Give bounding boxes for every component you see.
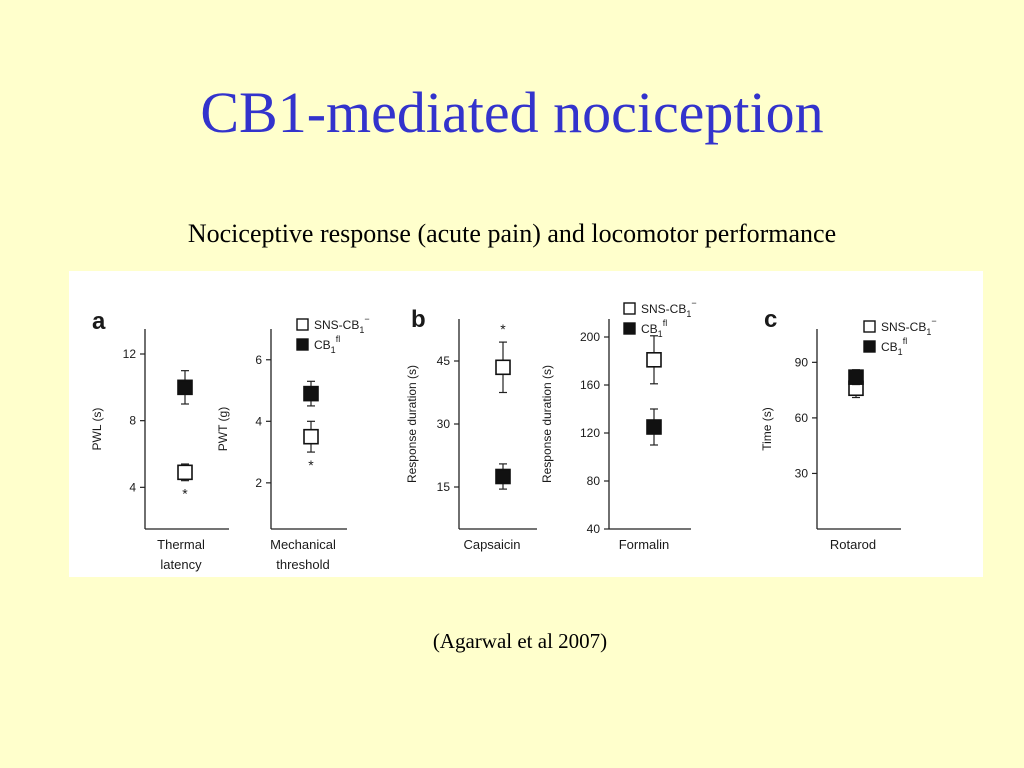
marker-fl-3 [646, 419, 662, 435]
y-tick-label-1: 6 [255, 353, 262, 367]
y-tick-label-4: 60 [795, 411, 809, 425]
marker-fl-4 [848, 369, 864, 385]
x-axis-label-1-line1: Mechanical [270, 537, 336, 552]
significance-asterisk-1: * [308, 457, 314, 473]
legend-label-1-3: CB1fl [641, 318, 667, 339]
y-tick-label-2: 30 [437, 417, 451, 431]
y-tick-label-3: 200 [580, 330, 600, 344]
slide-subtitle: Nociceptive response (acute pain) and lo… [187, 219, 837, 248]
y-tick-label-1: 4 [255, 414, 262, 428]
legend-label-0-1: SNS-CB1− [314, 314, 370, 335]
marker-sns-2 [495, 359, 511, 376]
x-axis-label-3: Formalin [619, 537, 670, 552]
y-axis-label-1: PWT (g) [216, 407, 230, 451]
y-tick-label-3: 80 [587, 474, 601, 488]
x-axis-label-1-line2: threshold [276, 557, 329, 572]
legend-swatch-0-4 [863, 320, 876, 333]
y-axis-label-3: Response duration (s) [540, 365, 554, 483]
panel-label-c: c [764, 306, 777, 333]
marker-sns-3 [646, 352, 662, 368]
citation: (Agarwal et al 2007) [432, 629, 608, 653]
x-axis-label-2: Capsaicin [463, 537, 520, 552]
y-axis-label-2: Response duration (s) [405, 365, 419, 483]
legend-label-1-4: CB1fl [881, 336, 907, 357]
y-axis-label-0: PWL (s) [90, 408, 104, 451]
y-tick-label-2: 15 [437, 480, 451, 494]
panel-label-b: b [411, 306, 426, 333]
y-tick-label-4: 90 [795, 355, 809, 369]
significance-asterisk-2: * [500, 321, 506, 337]
legend-swatch-0-3 [623, 302, 636, 315]
marker-sns-0 [177, 464, 193, 481]
y-tick-label-3: 120 [580, 426, 600, 440]
y-tick-label-3: 40 [587, 522, 601, 536]
y-tick-label-0: 12 [123, 347, 137, 361]
marker-fl-0 [177, 379, 193, 396]
y-tick-label-2: 45 [437, 354, 451, 368]
marker-fl-1 [303, 385, 319, 402]
slide-title: CB1-mediated nociception [200, 80, 824, 145]
legend-label-0-4: SNS-CB1− [881, 316, 937, 337]
legend-swatch-1-3 [623, 322, 636, 335]
y-tick-label-4: 30 [795, 466, 809, 480]
legend-swatch-0-1 [296, 318, 309, 331]
legend-swatch-1-4 [863, 340, 876, 353]
y-tick-label-3: 160 [580, 378, 600, 392]
y-tick-label-0: 4 [129, 480, 136, 494]
x-axis-label-4: Rotarod [830, 537, 876, 552]
significance-asterisk-0: * [182, 486, 188, 502]
panel-label-a: a [92, 308, 106, 335]
marker-fl-2 [495, 468, 511, 485]
y-tick-label-0: 8 [129, 414, 136, 428]
y-axis-label-4: Time (s) [760, 407, 774, 451]
legend-label-1-1: CB1fl [314, 334, 340, 355]
y-tick-label-1: 2 [255, 476, 262, 490]
legend-swatch-1-1 [296, 338, 309, 351]
x-axis-label-0-line1: Thermal [157, 537, 205, 552]
x-axis-label-0-line2: latency [160, 557, 202, 572]
marker-sns-1 [303, 428, 319, 445]
legend-label-0-3: SNS-CB1− [641, 298, 697, 319]
